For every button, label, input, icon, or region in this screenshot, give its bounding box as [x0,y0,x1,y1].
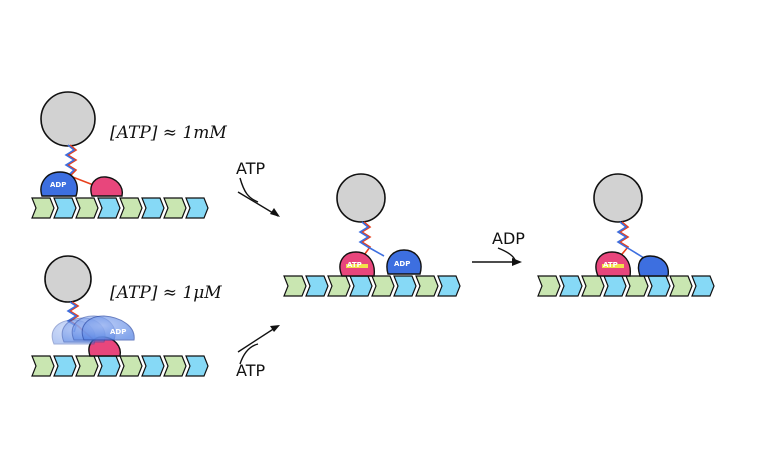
arrow-top-label: ATP [236,159,265,178]
panel-low-atp: ADP [ATP] ≈ 1μM [31,255,222,377]
microtubule [283,275,461,297]
cargo-bead [40,91,96,147]
microtubule [31,355,209,377]
motor-head-pink [90,176,123,197]
cargo-bead [336,173,386,223]
cargo-bead [44,255,92,303]
cargo-bead [593,173,643,223]
neck-linker-blue [358,221,385,257]
atp-head-label: ATP [347,261,362,269]
adp-label: ADP [50,181,66,189]
motor-head-blue-diffusing [51,315,135,345]
arrow-bottom-atp-binding: ATP [236,325,280,380]
arrow-bottom-label: ATP [236,361,265,380]
adp-head-label: ADP [394,260,410,268]
motor-head-blue [386,249,422,275]
motor-head-blue [40,171,78,197]
microtubule [537,275,715,297]
adp-label: ADP [110,328,126,336]
motor-head-blue [637,255,669,277]
arrow-release-label: ADP [492,229,525,248]
arrow-adp-release: ADP [472,229,525,266]
atp-marker [602,264,624,268]
atp-concentration-label: [ATP] ≈ 1mM [110,123,227,143]
panel-high-atp: ADP [ATP] ≈ 1mM [31,91,227,219]
neck-linker-red [611,221,630,267]
atp-head-label: ATP [603,261,618,269]
neck-linker-blue [616,221,645,259]
panel-right: ATP [537,173,715,297]
microtubule [31,197,209,219]
arrow-top-atp-binding: ATP [236,159,280,217]
neck-linker-red [355,221,372,267]
atp-marker [346,264,368,268]
atp-concentration-label: [ATP] ≈ 1μM [110,283,222,303]
panel-middle: ATP ADP [283,173,461,297]
